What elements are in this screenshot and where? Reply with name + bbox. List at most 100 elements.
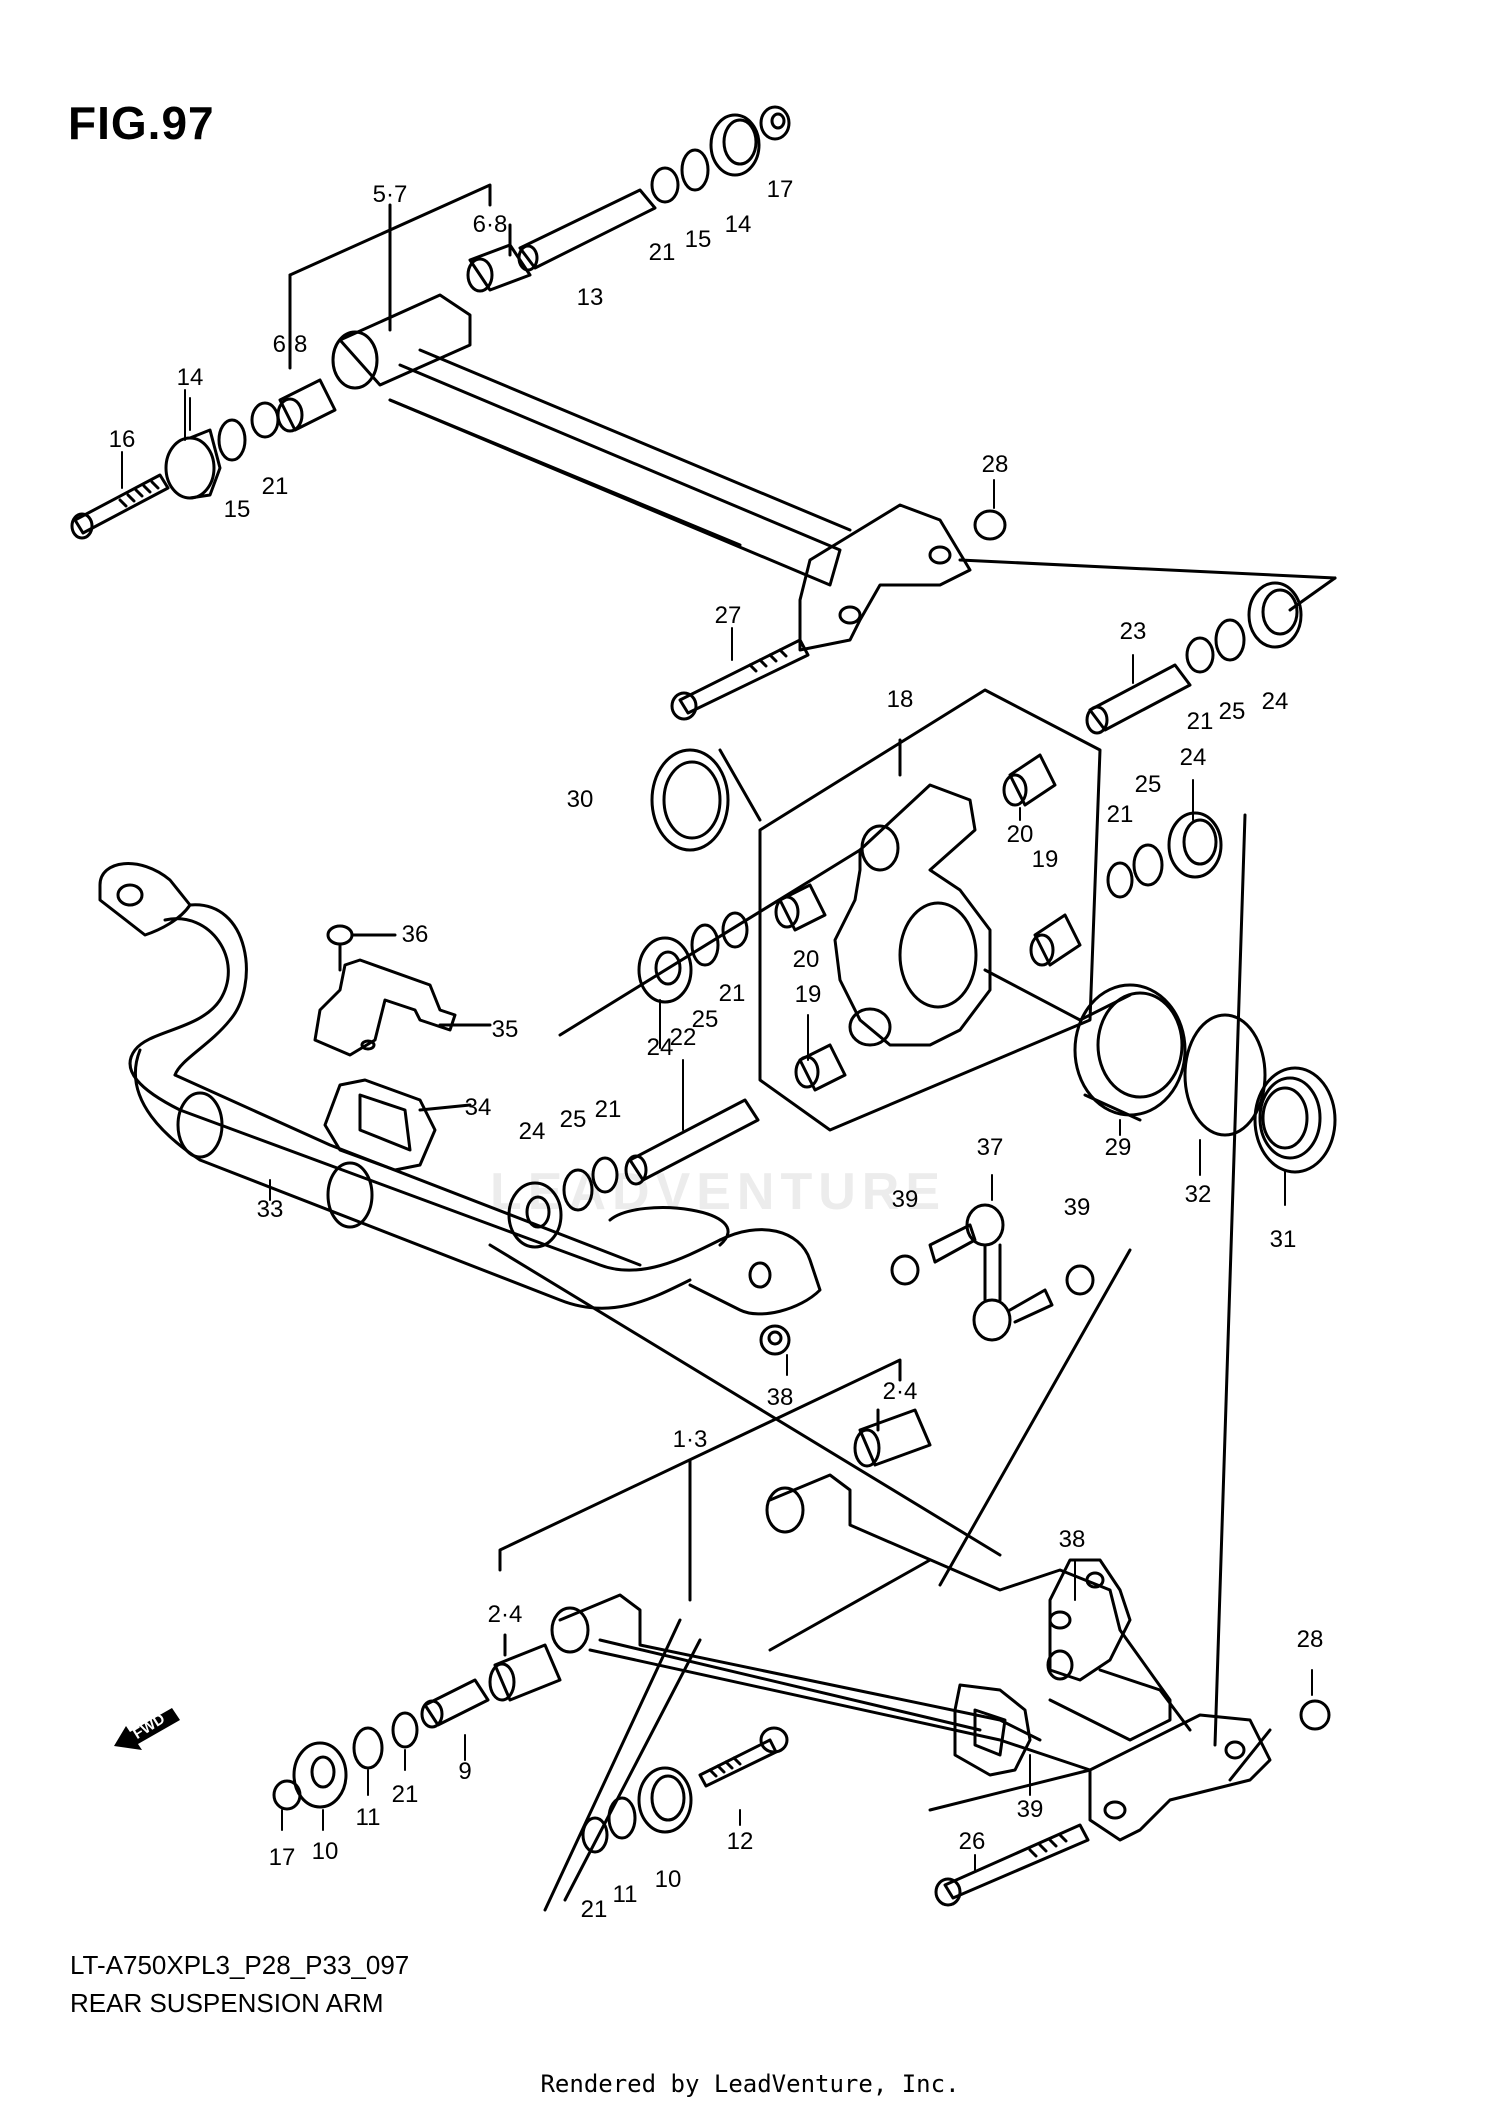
ring-part-21-left [250, 401, 280, 439]
bolt-part-16 [70, 473, 170, 540]
washer-part-25-lower [562, 1168, 594, 1212]
callout-label: 36 [401, 921, 429, 948]
callout-label: 15 [684, 226, 712, 253]
callout-label: 14 [724, 211, 752, 238]
washer-part-25-middle [690, 923, 720, 967]
cap-part-10-left [292, 1741, 348, 1809]
callout-label: 39 [1016, 1796, 1044, 1823]
ring-part-21-lower-left [391, 1711, 419, 1749]
bracket-1-3 [498, 1358, 902, 1602]
stabilizer-link-part-37 [928, 1203, 1054, 1342]
upper-mount-bracket [798, 503, 972, 652]
rendered-by-credit: Rendered by LeadVenture, Inc. [540, 2070, 960, 2098]
leader-line [1228, 1728, 1272, 1782]
label-leaders [121, 389, 1313, 1871]
leader-line [1213, 813, 1247, 1747]
callout-label: 1·3 [672, 1426, 708, 1453]
arm-mount-plate [1048, 1558, 1132, 1682]
callout-label: 28 [981, 451, 1009, 478]
bolt-part-12 [698, 1726, 789, 1788]
bushing-part-22 [624, 1098, 760, 1186]
lower-mount-bracket [1088, 1713, 1272, 1842]
callout-label: 30 [566, 786, 594, 813]
cap-part-24-middle [637, 936, 693, 1004]
callout-label: 35 [491, 1016, 519, 1043]
callout-label: 24 [646, 1034, 674, 1061]
ring-part-21-top [650, 166, 680, 204]
ring-part-21-right-upper [1185, 636, 1215, 674]
leader-line [928, 1768, 1092, 1812]
callout-label: 25 [1134, 771, 1162, 798]
callout-label: 21 [1106, 801, 1134, 828]
leader-line [558, 848, 862, 1037]
callout-label: 17 [268, 1844, 296, 1871]
washer-part-11-left [352, 1726, 384, 1770]
callout-label: 21 [580, 1896, 608, 1923]
callout-label: 25 [1218, 698, 1246, 725]
leader-line [938, 1248, 1132, 1587]
callout-label: 29 [1104, 1134, 1132, 1161]
ring-part-21-right [1106, 861, 1134, 899]
ring-part-21-middle [721, 911, 749, 949]
callout-label: 21 [718, 980, 746, 1007]
callout-label: 21 [391, 1781, 419, 1808]
callout-label: 21 [1186, 708, 1214, 735]
callout-label: 33 [256, 1196, 284, 1223]
cap-part-24-right [1167, 811, 1223, 879]
callout-label: 14 [176, 364, 204, 391]
shaft-part-13 [517, 188, 657, 272]
upper-arm-pivot-tube [331, 293, 852, 587]
callout-label: 10 [654, 1866, 682, 1893]
callout-label: 11 [355, 1804, 381, 1831]
callout-label: 2·4 [487, 1601, 523, 1628]
callout-label: 19 [794, 981, 822, 1008]
washer-part-39-right [1065, 1264, 1095, 1296]
bushing-part-20 [774, 753, 1057, 932]
leader-line [563, 1638, 702, 1902]
bushing-part-9 [420, 1678, 490, 1729]
washer-part-11-lower [607, 1796, 637, 1840]
callout-label: 34 [464, 1094, 492, 1121]
leader-line [958, 558, 1337, 580]
callout-label: 38 [1058, 1526, 1086, 1553]
ring-part-21-lowest [581, 1816, 609, 1854]
knuckle-carrier-part-18 [833, 783, 992, 1047]
bearing-part-29 [1073, 983, 1187, 1122]
callout-label: 20 [792, 946, 820, 973]
figure-title: FIG.97 [68, 97, 215, 149]
knuckle-detail-box [758, 688, 1102, 1132]
nut-part-28-top [973, 509, 1007, 541]
callout-label: 21 [648, 239, 676, 266]
callout-label: 37 [976, 1134, 1004, 1161]
callout-label: 23 [1119, 618, 1147, 645]
bolt-part-26 [934, 1823, 1090, 1907]
callout-label: 25 [691, 1006, 719, 1033]
diagram-caption: REAR SUSPENSION ARM [70, 1988, 384, 2018]
washer-part-39-left [890, 1254, 920, 1286]
ring-part-21-lower [591, 1156, 619, 1194]
bushing-cradle [953, 1683, 1032, 1777]
callout-label: 31 [1269, 1226, 1297, 1253]
washer-part-25-right-upper [1214, 618, 1246, 662]
bushing-part-23 [1085, 663, 1192, 735]
bushing-part-34 [323, 1078, 472, 1172]
callout-label: 32 [1184, 1181, 1212, 1208]
forward-arrow-icon [114, 1708, 180, 1750]
callout-label: 22 [669, 1024, 697, 1051]
callout-label: 19 [1031, 846, 1059, 873]
cap-part-14-left [164, 428, 222, 500]
leader-line [983, 968, 1082, 1022]
callout-label: 6·8 [472, 211, 508, 238]
washer-part-15-left [217, 418, 247, 462]
callout-label: 17 [766, 176, 794, 203]
washer-part-15-top [680, 148, 710, 192]
callout-label: 6·8 [272, 331, 308, 358]
callout-label: 11 [612, 1881, 638, 1908]
leader-line [543, 1618, 682, 1912]
callout-label: 20 [1006, 821, 1034, 848]
cap-part-10-lower [637, 1766, 693, 1834]
nut-part-17-top [759, 105, 791, 141]
callout-label: 24 [1179, 744, 1207, 771]
